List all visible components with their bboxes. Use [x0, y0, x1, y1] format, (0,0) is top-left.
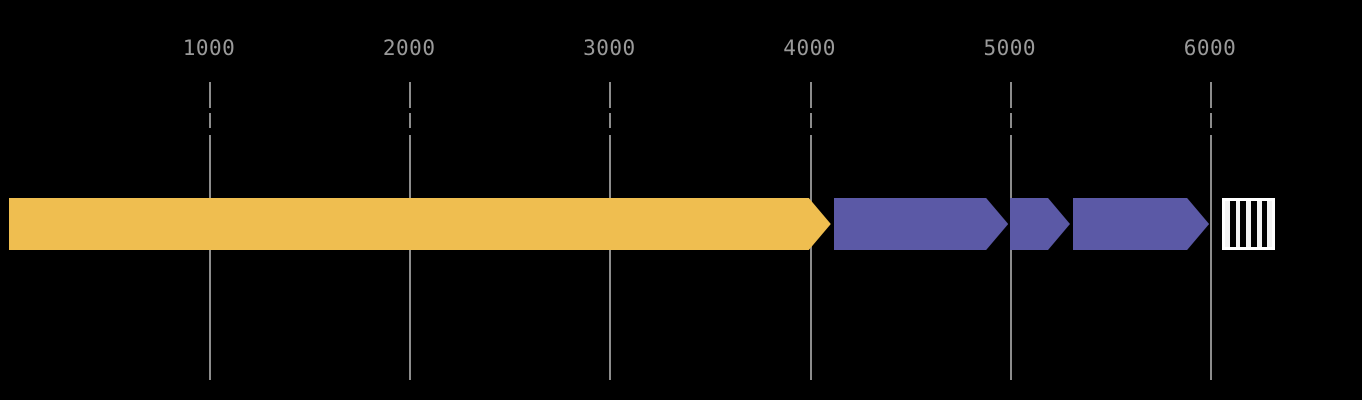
repeat-stripe-bar	[1261, 201, 1268, 247]
arrow-right-icon	[8, 198, 831, 250]
feature-arrow-3[interactable]	[1009, 198, 1070, 250]
repeat-stripe-bar	[1240, 201, 1247, 247]
feature-arrow-2[interactable]	[833, 198, 1008, 250]
repeat-stripe-bar	[1229, 201, 1236, 247]
repeat-stripes	[1225, 201, 1272, 247]
feature-arrow-4[interactable]	[1072, 198, 1209, 250]
repeat-stripe-gap	[1267, 201, 1272, 247]
feature-arrow-1[interactable]	[8, 198, 831, 250]
repeat-stripe-bar	[1251, 201, 1257, 247]
arrow-right-icon	[1072, 198, 1209, 250]
arrow-right-icon	[833, 198, 1008, 250]
repeat-region-box[interactable]	[1222, 198, 1276, 250]
arrow-right-icon	[1009, 198, 1070, 250]
